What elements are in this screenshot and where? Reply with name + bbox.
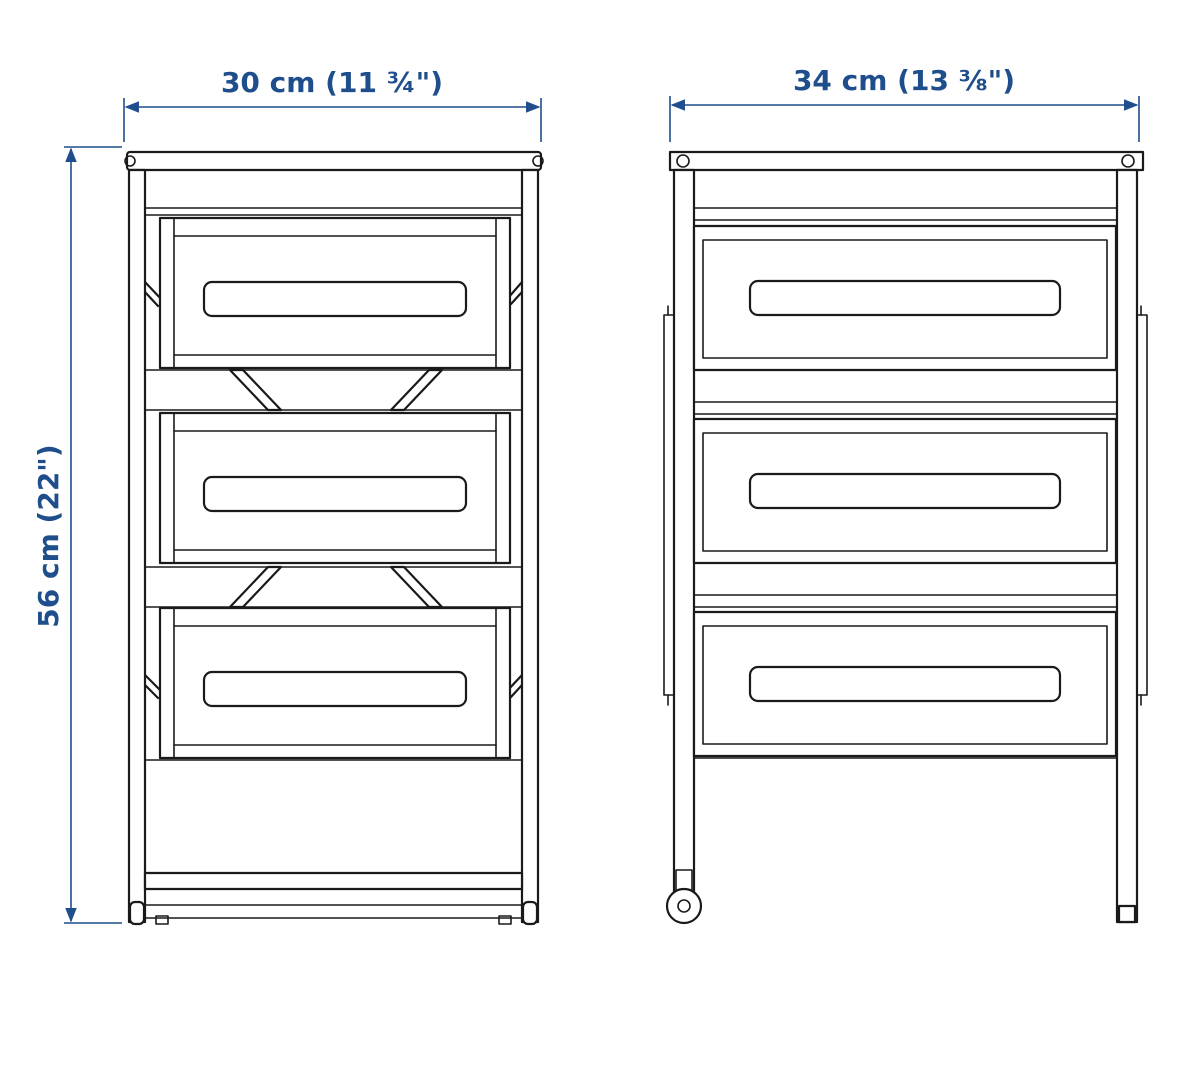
front-casters <box>128 900 539 926</box>
front-top-panel <box>125 150 543 172</box>
side-top-panel <box>668 150 1145 172</box>
side-left-bracket <box>663 314 675 696</box>
front-drawer-3-handle <box>202 670 468 708</box>
front-right-post <box>520 168 540 924</box>
side-caster-wheel <box>665 869 703 925</box>
front-drawer-3 <box>158 606 512 760</box>
side-left-post <box>672 168 696 900</box>
front-drawer-2 <box>158 411 512 565</box>
side-top-knob-right <box>1121 154 1135 168</box>
front-width-label: 30 cm (11 ¾") <box>221 66 443 99</box>
side-top-knob-left <box>676 154 690 168</box>
dimension-annotations: 30 cm (11 ¾") 34 cm (13 ⅜") 56 cm (22") <box>32 64 1140 924</box>
side-drawer-2 <box>692 417 1118 565</box>
front-top-knob-right <box>532 155 544 167</box>
side-right-bracket <box>1136 314 1148 696</box>
side-drawer-3 <box>692 610 1118 758</box>
front-bottom-shelf <box>143 871 524 891</box>
side-right-foot <box>1117 904 1137 924</box>
side-right-post <box>1115 168 1139 924</box>
side-drawer-3-handle <box>748 665 1062 703</box>
front-left-post <box>127 168 147 924</box>
front-drawer-2-handle <box>202 475 468 513</box>
side-view <box>663 150 1148 925</box>
side-drawer-1-handle <box>748 279 1062 317</box>
front-drawer-1 <box>158 216 512 370</box>
side-drawer-2-handle <box>748 472 1062 510</box>
front-drawer-1-handle <box>202 280 468 318</box>
height-label: 56 cm (22") <box>32 444 65 627</box>
side-drawer-1 <box>692 224 1118 372</box>
front-top-knob-left <box>124 155 136 167</box>
front-view <box>124 150 544 926</box>
side-width-label: 34 cm (13 ⅜") <box>793 64 1015 97</box>
